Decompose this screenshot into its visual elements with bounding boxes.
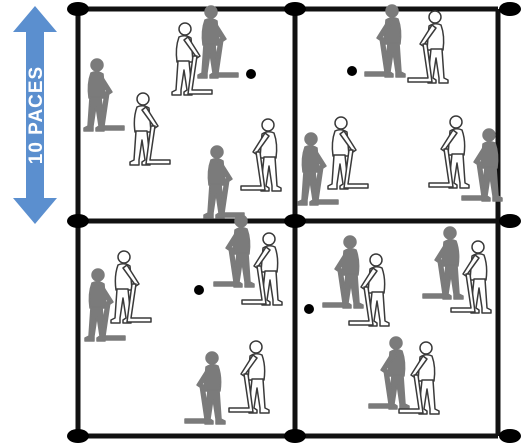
cone-marker — [67, 214, 89, 228]
player-solid — [423, 227, 463, 299]
cone-marker — [284, 2, 306, 16]
distance-label: 10 PACES — [26, 66, 47, 164]
cone-marker — [284, 429, 306, 443]
player-solid — [204, 146, 244, 218]
player-solid — [323, 236, 363, 308]
player-outline — [328, 117, 368, 189]
player-solid — [84, 59, 124, 131]
player-outline — [111, 251, 151, 323]
ball — [246, 69, 256, 79]
player-outline — [241, 119, 281, 191]
player-outline — [130, 93, 170, 165]
player-outline — [429, 116, 469, 188]
ball — [347, 66, 357, 76]
cone-marker — [499, 429, 521, 443]
player-outline — [408, 11, 448, 83]
player-solid — [369, 337, 409, 409]
ball — [304, 304, 314, 314]
cone-marker — [499, 214, 521, 228]
player-solid — [365, 5, 405, 77]
ball — [194, 285, 204, 295]
player-outline — [229, 341, 269, 413]
cone-marker — [284, 214, 306, 228]
cone-marker — [67, 429, 89, 443]
player-solid — [214, 215, 254, 287]
cone-marker — [67, 2, 89, 16]
player-solid — [198, 6, 238, 78]
player-solid — [185, 352, 225, 424]
cone-marker — [499, 2, 521, 16]
distance-arrow: 10 PACES — [13, 6, 57, 224]
